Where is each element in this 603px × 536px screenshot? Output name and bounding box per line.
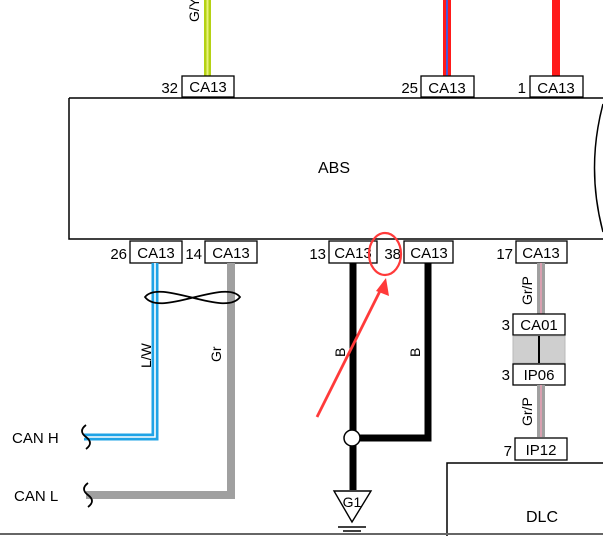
connector-pin: 25 (401, 80, 418, 97)
abs-label: ABS (318, 160, 350, 177)
wire-red-violet (443, 0, 451, 76)
connector-pin: 17 (496, 246, 513, 263)
connector-junction-block (512, 335, 566, 364)
connector-name: CA13 (137, 245, 175, 262)
connector-name: CA13 (189, 79, 227, 96)
wire-ground (343, 263, 432, 490)
connector-inline-ca01: CA01 3 (502, 313, 566, 336)
connector-pin: 26 (110, 246, 127, 263)
wire-dlc-lower (537, 385, 545, 437)
connector-top-1: CA13 1 (518, 75, 584, 98)
connector-pin: 13 (309, 246, 326, 263)
connector-name: CA13 (212, 245, 250, 262)
annotation-highlight (315, 231, 403, 418)
wire-g-y (204, 0, 211, 76)
connector-inline-ip12: IP12 7 (504, 437, 568, 461)
connector-top-32: CA13 32 (161, 75, 235, 98)
wire-end-can-l-icon (83, 482, 93, 508)
signal-can-l: CAN L (14, 488, 58, 505)
connector-name: CA13 (537, 80, 575, 97)
signal-can-h: CAN H (12, 430, 59, 447)
wire-label-b-left: B (332, 348, 348, 357)
connector-name: CA13 (428, 80, 466, 97)
wire-label-gr-p-lower: Gr/P (519, 397, 535, 426)
connector-name: CA01 (520, 317, 558, 334)
dlc-module: DLC (446, 462, 603, 536)
wire-can-h (84, 263, 159, 441)
connector-pin: 3 (502, 317, 510, 334)
ground-g1: G1 (332, 490, 373, 532)
connector-name: IP06 (524, 367, 555, 384)
wire-label-b-right: B (407, 348, 423, 357)
wire-label-gr: Gr (208, 346, 224, 362)
connector-bottom-26: CA13 26 (110, 240, 183, 264)
connector-top-25: CA13 25 (401, 75, 475, 98)
twisted-pair-icon (143, 290, 242, 305)
connector-inline-ip06: IP06 3 (502, 363, 566, 386)
connector-pin: 7 (504, 443, 512, 460)
ground-label: G1 (343, 494, 362, 510)
connector-pin: 3 (502, 367, 510, 384)
connector-bottom-38: CA13 38 (384, 240, 454, 264)
connector-pin: 38 (384, 246, 401, 263)
connector-pin: 1 (518, 80, 526, 97)
abs-module: ABS (68, 97, 603, 240)
wire-label-gr-p-upper: Gr/P (519, 276, 535, 305)
wire-end-can-h-icon (81, 424, 91, 450)
connector-pin: 32 (161, 80, 178, 97)
wire-label-g-y: G/Y (186, 0, 202, 22)
connector-name: CA13 (410, 245, 448, 262)
connector-name: CA13 (522, 245, 560, 262)
wire-can-l (86, 263, 235, 499)
dlc-label: DLC (526, 509, 558, 526)
connector-bottom-17: CA13 17 (496, 240, 568, 264)
connector-name: IP12 (526, 442, 557, 459)
connector-name: CA13 (334, 245, 372, 262)
connector-bottom-13: CA13 13 (309, 240, 378, 264)
wire-red (552, 0, 560, 76)
wire-dlc-upper (537, 263, 545, 314)
wire-label-l-w: L/W (138, 342, 154, 368)
connector-pin: 14 (185, 246, 202, 263)
connector-bottom-14: CA13 14 (185, 240, 258, 264)
